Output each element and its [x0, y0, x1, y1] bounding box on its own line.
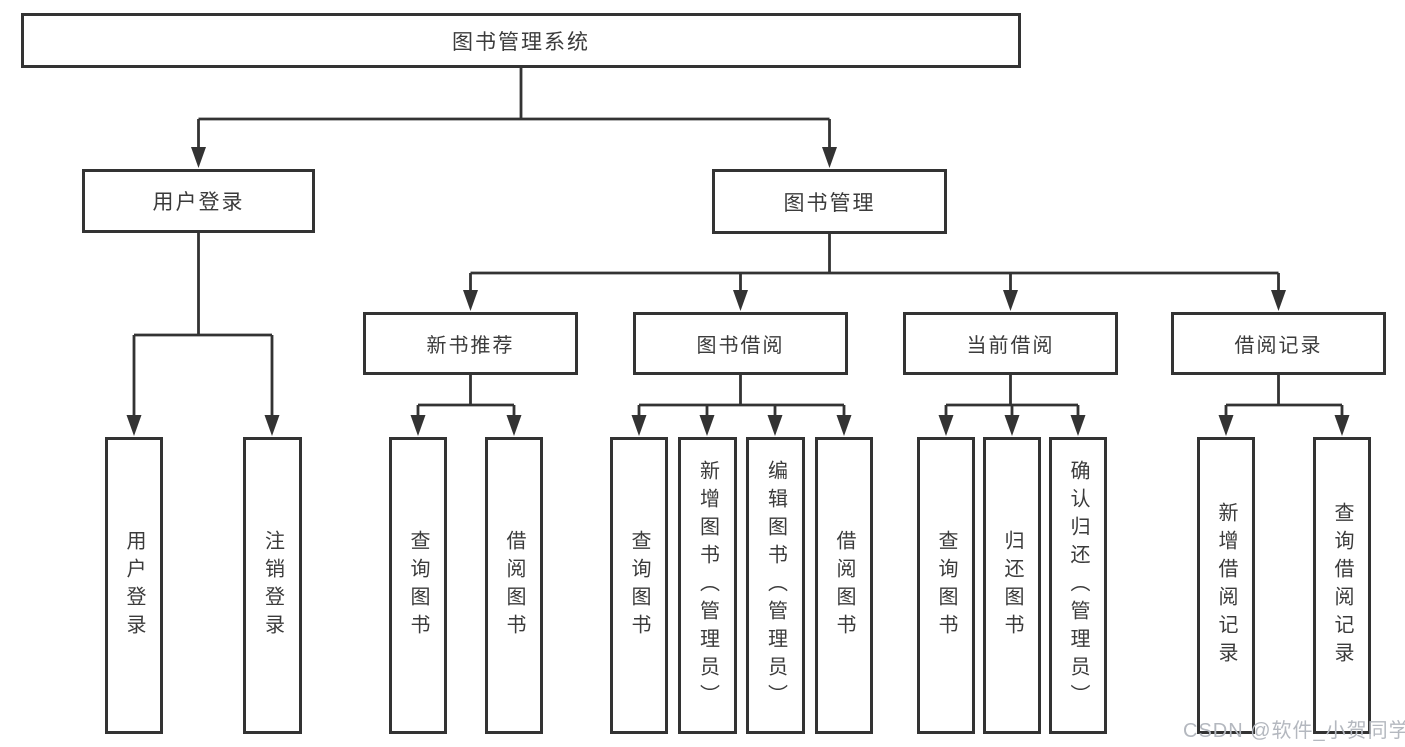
node-root-library-system: 图书管理系统 — [21, 13, 1021, 68]
node-label: 查询图书 — [628, 529, 650, 642]
node-label: 当前借阅 — [966, 335, 1055, 357]
arrow-down-icon — [1334, 415, 1350, 436]
node-label: 新增借阅记录 — [1215, 501, 1237, 670]
arrow-down-icon — [410, 415, 426, 436]
node-label: 归还图书 — [1001, 529, 1023, 642]
node-label: 图书借阅 — [696, 335, 785, 357]
node-label: 查询图书 — [935, 529, 957, 642]
arrow-down-icon — [1003, 290, 1018, 311]
node-label: 用户登录 — [152, 191, 245, 214]
node-label: 新书推荐 — [426, 335, 515, 357]
node-label: 用户登录 — [123, 529, 145, 642]
leaf-user-login: 用户登录 — [105, 437, 163, 734]
arrow-down-icon — [733, 290, 748, 311]
leaf-confirm-return-admin: 确认归还（管理员） — [1049, 437, 1107, 734]
arrow-down-icon — [126, 415, 142, 436]
arrow-down-icon — [1271, 290, 1286, 311]
node-label: 查询图书 — [407, 529, 429, 642]
node-label: 图书管理 — [783, 191, 876, 215]
node-label: 借阅图书 — [833, 529, 855, 642]
node-current-borrowing: 当前借阅 — [903, 312, 1118, 375]
arrow-down-icon — [191, 147, 206, 168]
arrow-down-icon — [631, 415, 647, 436]
leaf-logout: 注销登录 — [243, 437, 302, 734]
node-book-borrowing: 图书借阅 — [633, 312, 848, 375]
leaf-add-borrow-record: 新增借阅记录 — [1197, 437, 1255, 734]
node-user-login: 用户登录 — [82, 169, 315, 233]
leaf-recommend-borrow-books: 借阅图书 — [485, 437, 543, 734]
arrow-down-icon — [264, 415, 280, 436]
leaf-borrowing-borrow-books: 借阅图书 — [815, 437, 873, 734]
node-borrowing-records: 借阅记录 — [1171, 312, 1386, 375]
arrow-down-icon — [1070, 415, 1086, 436]
arrow-down-icon — [938, 415, 954, 436]
connector-path — [132, 68, 1344, 418]
node-book-management: 图书管理 — [712, 169, 947, 234]
leaf-add-books-admin: 新增图书（管理员） — [678, 437, 737, 734]
node-label: 注销登录 — [261, 529, 284, 642]
arrow-down-icon — [822, 147, 837, 168]
leaf-current-query-books: 查询图书 — [917, 437, 975, 734]
leaf-query-borrow-record: 查询借阅记录 — [1313, 437, 1371, 734]
leaf-borrowing-query-books: 查询图书 — [610, 437, 668, 734]
arrow-down-icon — [1004, 415, 1020, 436]
node-label: 借阅记录 — [1234, 335, 1323, 357]
node-label: 新增图书（管理员） — [696, 459, 719, 712]
leaf-edit-books-admin: 编辑图书（管理员） — [746, 437, 805, 734]
node-label: 查询借阅记录 — [1331, 501, 1353, 670]
leaf-recommend-query-books: 查询图书 — [389, 437, 447, 734]
node-label: 确认归还（管理员） — [1067, 459, 1089, 712]
node-new-book-recommend: 新书推荐 — [363, 312, 578, 375]
arrowheads — [126, 147, 1350, 436]
node-label: 图书管理系统 — [452, 30, 590, 54]
arrow-down-icon — [767, 415, 783, 436]
watermark: CSDN @软件_小贺同学 — [1183, 720, 1405, 742]
node-label: 编辑图书（管理员） — [764, 459, 787, 712]
arrow-down-icon — [699, 415, 715, 436]
arrow-down-icon — [506, 415, 522, 436]
leaf-return-books: 归还图书 — [983, 437, 1041, 734]
arrow-down-icon — [1218, 415, 1234, 436]
node-label: 借阅图书 — [503, 529, 525, 642]
arrow-down-icon — [836, 415, 852, 436]
arrow-down-icon — [463, 290, 478, 311]
